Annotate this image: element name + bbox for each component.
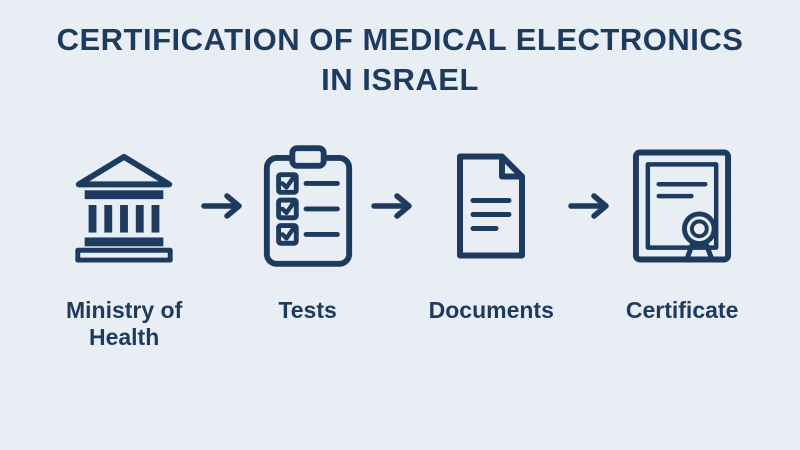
government-building-icon <box>65 131 183 281</box>
step-label-certificate: Certificate <box>625 297 739 324</box>
process-flow: Ministry of Health <box>0 131 800 350</box>
arrow-right-icon <box>370 131 415 281</box>
step-documents: Documents <box>429 131 554 323</box>
step-label-documents: Documents <box>428 297 554 324</box>
clipboard-checklist-icon <box>259 131 357 281</box>
step-label-ministry: Ministry of Health <box>65 297 183 350</box>
step-certificate: Certificate <box>626 131 738 323</box>
step-label-tests: Tests <box>278 297 337 324</box>
certificate-ribbon-icon <box>630 131 734 281</box>
step-tests: Tests <box>259 131 357 323</box>
arrow-right-icon <box>200 131 245 281</box>
document-icon <box>446 131 536 281</box>
page-title-line-2: IN ISRAEL <box>321 61 479 97</box>
step-ministry-of-health: Ministry of Health <box>62 131 187 350</box>
page-title: CERTIFICATION OF MEDICAL ELECTRONICS IN … <box>0 20 800 99</box>
page-title-line-1: CERTIFICATION OF MEDICAL ELECTRONICS <box>56 22 744 57</box>
arrow-right-icon <box>568 131 612 281</box>
